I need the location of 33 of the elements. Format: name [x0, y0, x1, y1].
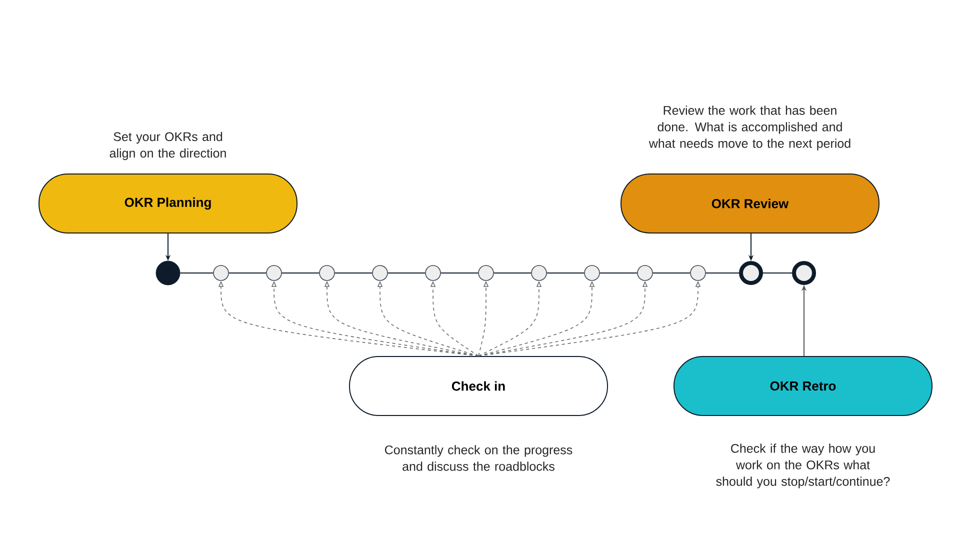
timeline-line — [705, 272, 740, 274]
description-text: Review the work that has been done. What is accomplished and what needs move to the next period — [648, 106, 850, 150]
timeline-point — [584, 265, 600, 281]
timeline-line — [281, 272, 320, 274]
rounded-box: OKR Retro — [674, 356, 932, 416]
timeline-line — [652, 272, 691, 274]
timeline-point — [531, 265, 547, 281]
timeline-point — [266, 265, 282, 281]
timeline-point — [690, 265, 706, 281]
timeline-point — [637, 265, 653, 281]
timeline-ring — [739, 261, 763, 285]
timeline-point — [425, 265, 441, 281]
timeline-line — [762, 272, 792, 274]
timeline-line — [546, 272, 585, 274]
description-text: Check if the way how you work on the OKRs what should you stop/start/continue? — [716, 444, 890, 488]
timeline-line — [387, 272, 426, 274]
timeline-ring — [792, 261, 816, 285]
rounded-box: OKR Review — [620, 174, 880, 234]
description-text: Set your OKRs and align on the direction — [110, 132, 226, 160]
rounded-box: Check in — [349, 356, 608, 416]
timeline-line — [228, 272, 267, 274]
timeline-line — [440, 272, 479, 274]
description-text: Constantly check on the progress and discuss the roadblocks — [385, 445, 572, 471]
rounded-box: OKR Planning — [38, 174, 298, 234]
timeline-line — [493, 272, 532, 274]
timeline-point — [319, 265, 335, 281]
timeline-dot — [156, 260, 180, 286]
timeline-line — [334, 272, 373, 274]
timeline-point — [213, 265, 229, 281]
timeline-line — [180, 272, 214, 274]
timeline-line — [599, 272, 638, 274]
timeline-point — [372, 265, 388, 281]
timeline-point — [478, 265, 494, 281]
